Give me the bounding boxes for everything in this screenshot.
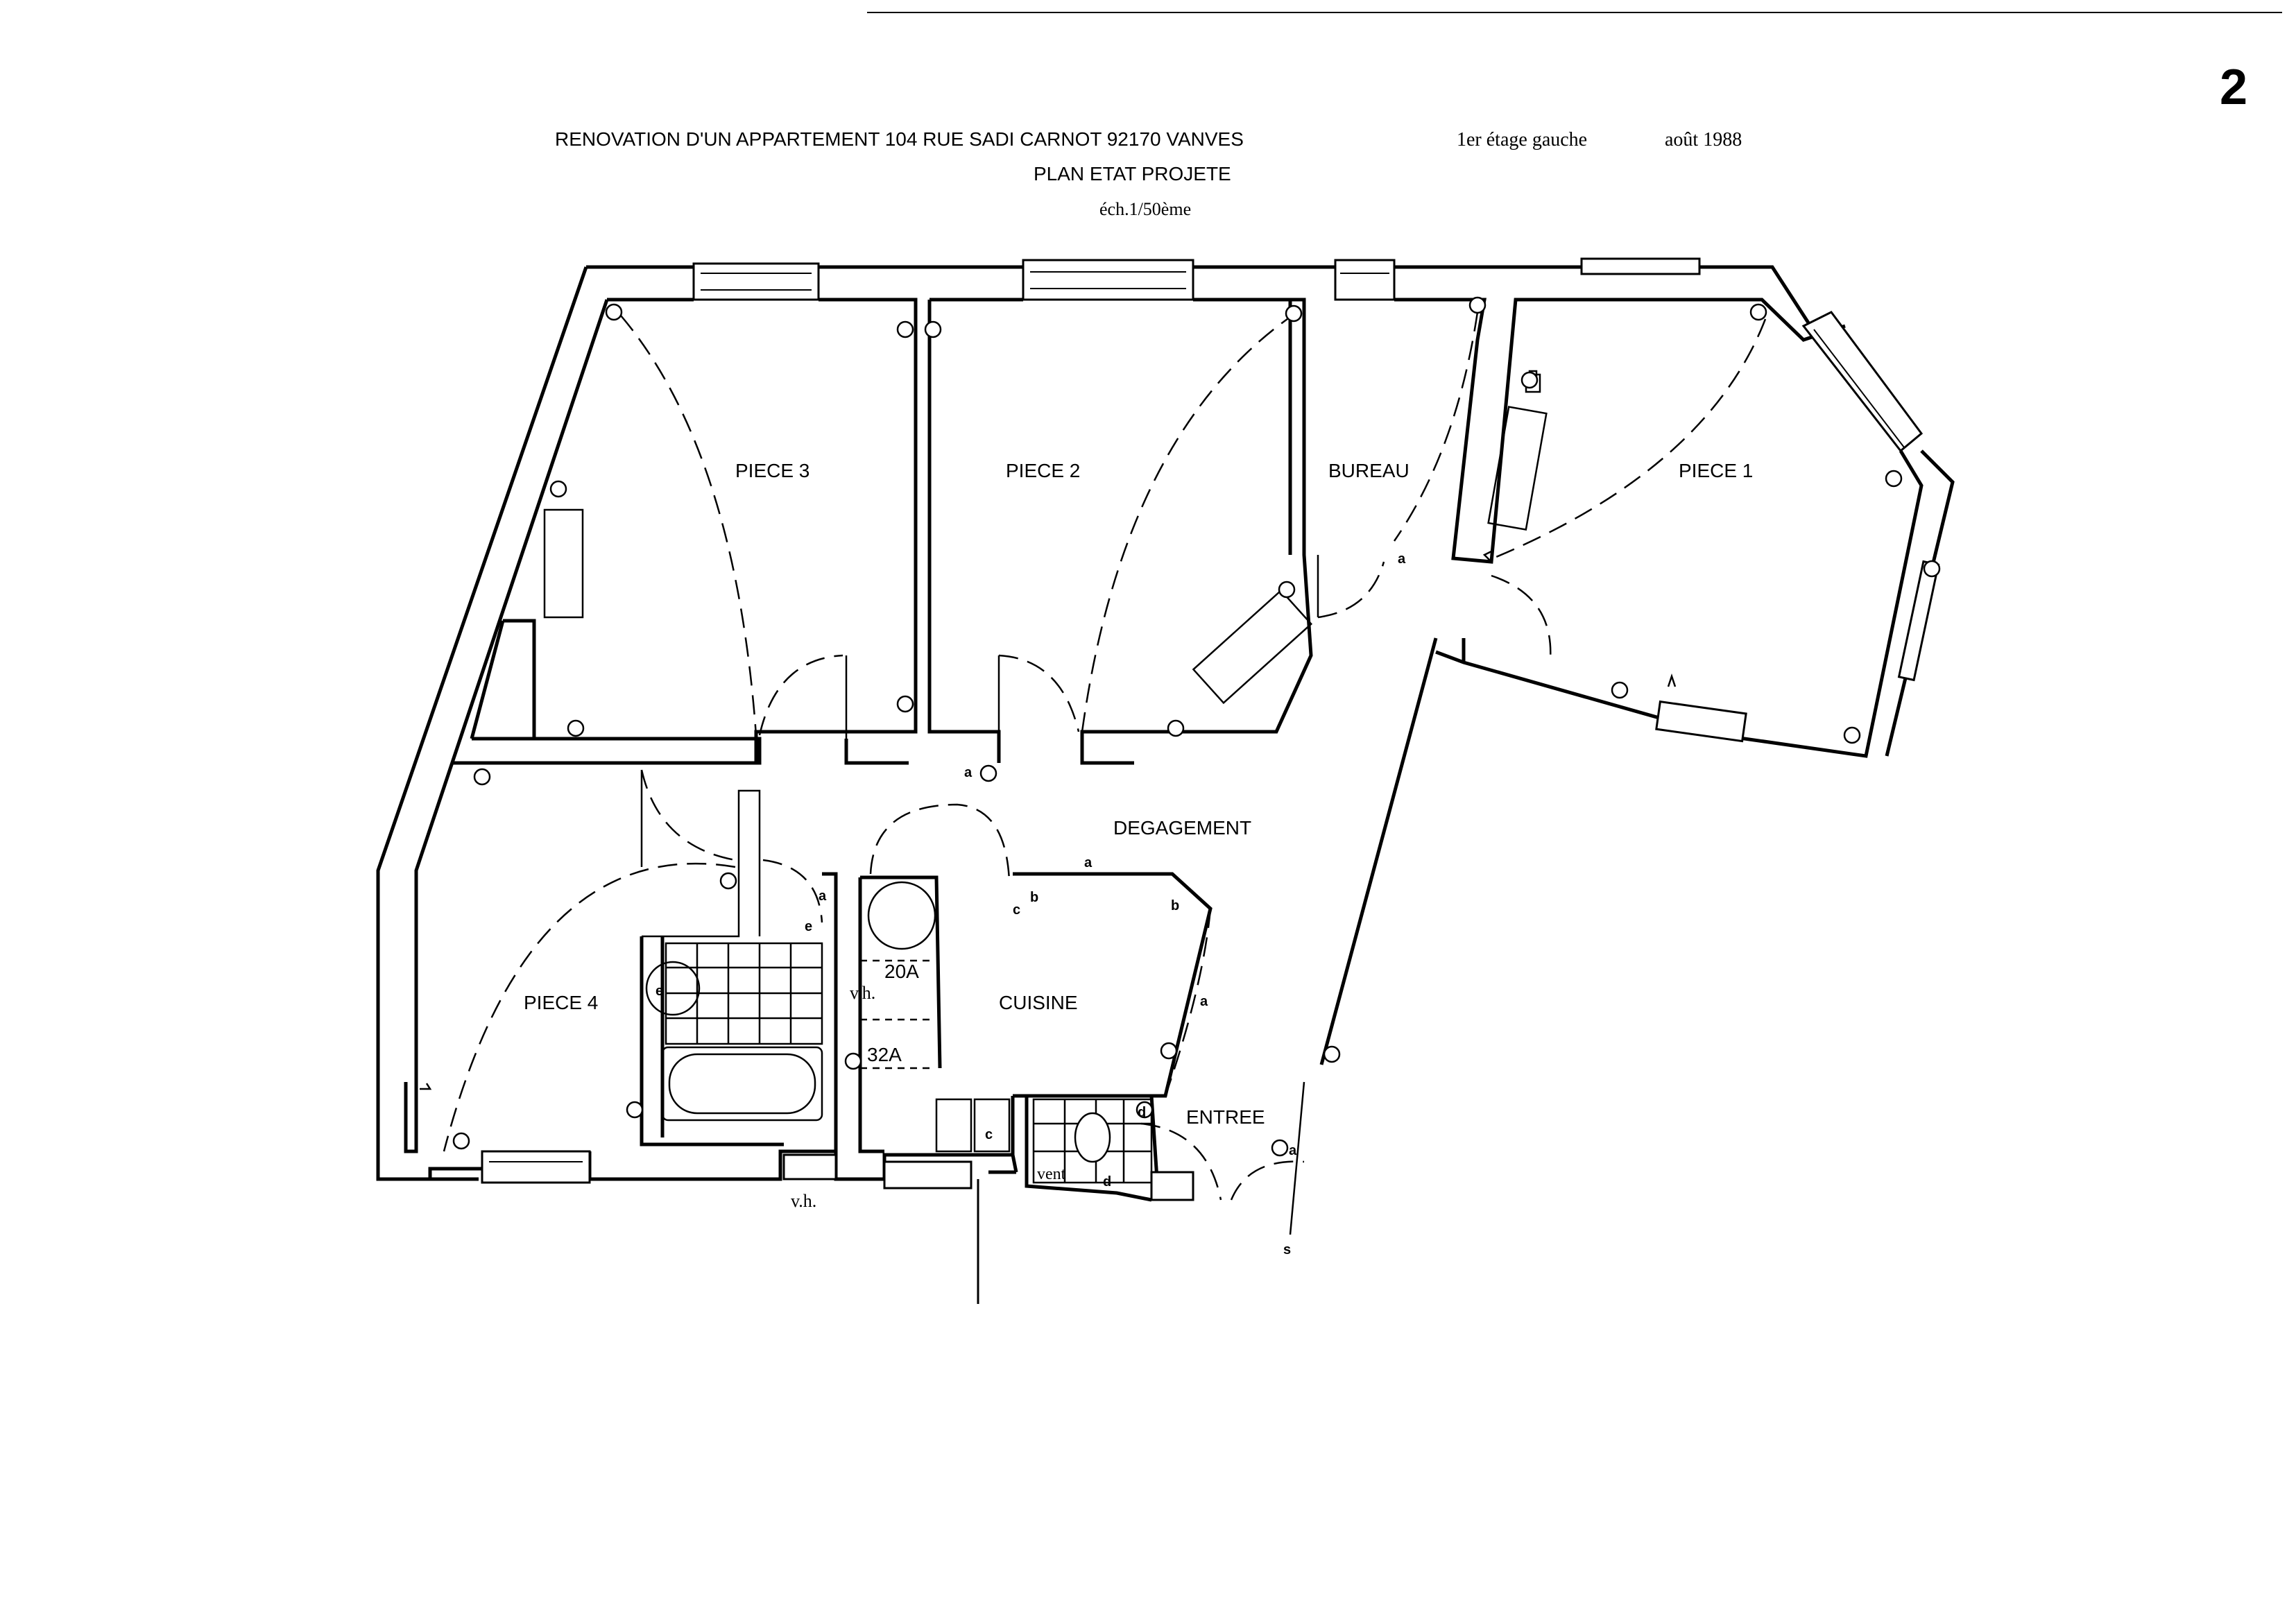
mark-a-cuisine-right: a [1200,994,1208,1009]
washbasin [645,961,701,1016]
title-line-1: RENOVATION D'UN APPARTEMENT 104 RUE SADI… [555,128,1244,150]
title-floor: 1er étage gauche [1457,129,1587,151]
wc-tiles [1032,1098,1153,1184]
vent-label: vent [1037,1165,1066,1183]
window-piece1-bay [1801,311,1924,453]
exterior-walls [376,265,1955,1181]
mark-c-counter: c [985,1127,993,1142]
window-bath [782,1153,837,1180]
toilet [1074,1112,1111,1163]
window-entree [1150,1171,1194,1201]
mark-a-bath: a [819,888,827,904]
mark-a-entree: a [1289,1143,1297,1158]
mark-d-entree: d [1138,1105,1146,1120]
door-swings [443,311,1767,1235]
mark-s: s [1283,1242,1291,1257]
windows [481,257,1940,1201]
mark-b-cuisine-right: b [1171,898,1179,913]
window-piece4 [481,1150,591,1184]
window-bureau [1334,259,1396,301]
fuse-20a-label: 20A [884,961,919,982]
window-piece1-top [1580,257,1701,275]
title-line-2: PLAN ETAT PROJETE [1034,163,1231,184]
window-piece3 [692,262,820,301]
door-arrows [420,550,1677,1090]
water-heater [867,881,936,950]
room-label-cuisine: CUISINE [999,992,1078,1013]
wardrobe-piece1 [1487,406,1548,531]
vh-label-outside: v.h. [791,1191,816,1211]
room-label-bureau: BUREAU [1328,460,1410,481]
sheet-number: 2 [2220,60,2247,115]
mark-b-cuisine: b [1030,890,1038,905]
room-label-entree: ENTREE [1186,1106,1265,1128]
mark-a-bureau: a [1398,551,1406,567]
window-kitchen [883,1160,973,1190]
room-label-piece4: PIECE 4 [524,992,598,1013]
room-label-piece2: PIECE 2 [1006,460,1080,481]
title-date: août 1988 [1665,129,1742,151]
room-label-piece1: PIECE 1 [1679,460,1753,481]
room-labels: PIECE 3 PIECE 2 BUREAU PIECE 1 PIECE 4 D… [524,460,1753,1128]
mark-d-wc: d [1103,1174,1111,1190]
room-label-degagement: DEGAGEMENT [1113,817,1251,839]
bathtub [661,1046,823,1122]
title-scale: éch.1/50ème [1099,199,1191,219]
mark-e-bath: e [805,919,812,934]
annotations: 20A 32A v.h. v.h. vent s a a a a a a b b… [656,551,1406,1257]
window-piece1-right [1897,560,1940,682]
sanitary-fixtures [645,881,1153,1184]
room-label-piece3: PIECE 3 [735,460,809,481]
window-piece2 [1022,259,1194,301]
wardrobe-piece3 [543,508,584,619]
mark-a-cuisine-top: a [1084,855,1093,870]
mark-e-basin: e [656,984,663,999]
window-piece1-bottom [1655,700,1747,743]
electrical-sockets [452,296,1941,1157]
fuse-32a-label: 32A [867,1044,902,1065]
mark-a-degagement: a [964,765,973,780]
mark-c-cuisine: c [1013,902,1020,918]
wardrobe-piece2 [1192,589,1313,705]
vh-label-inside: v.h. [850,983,875,1003]
